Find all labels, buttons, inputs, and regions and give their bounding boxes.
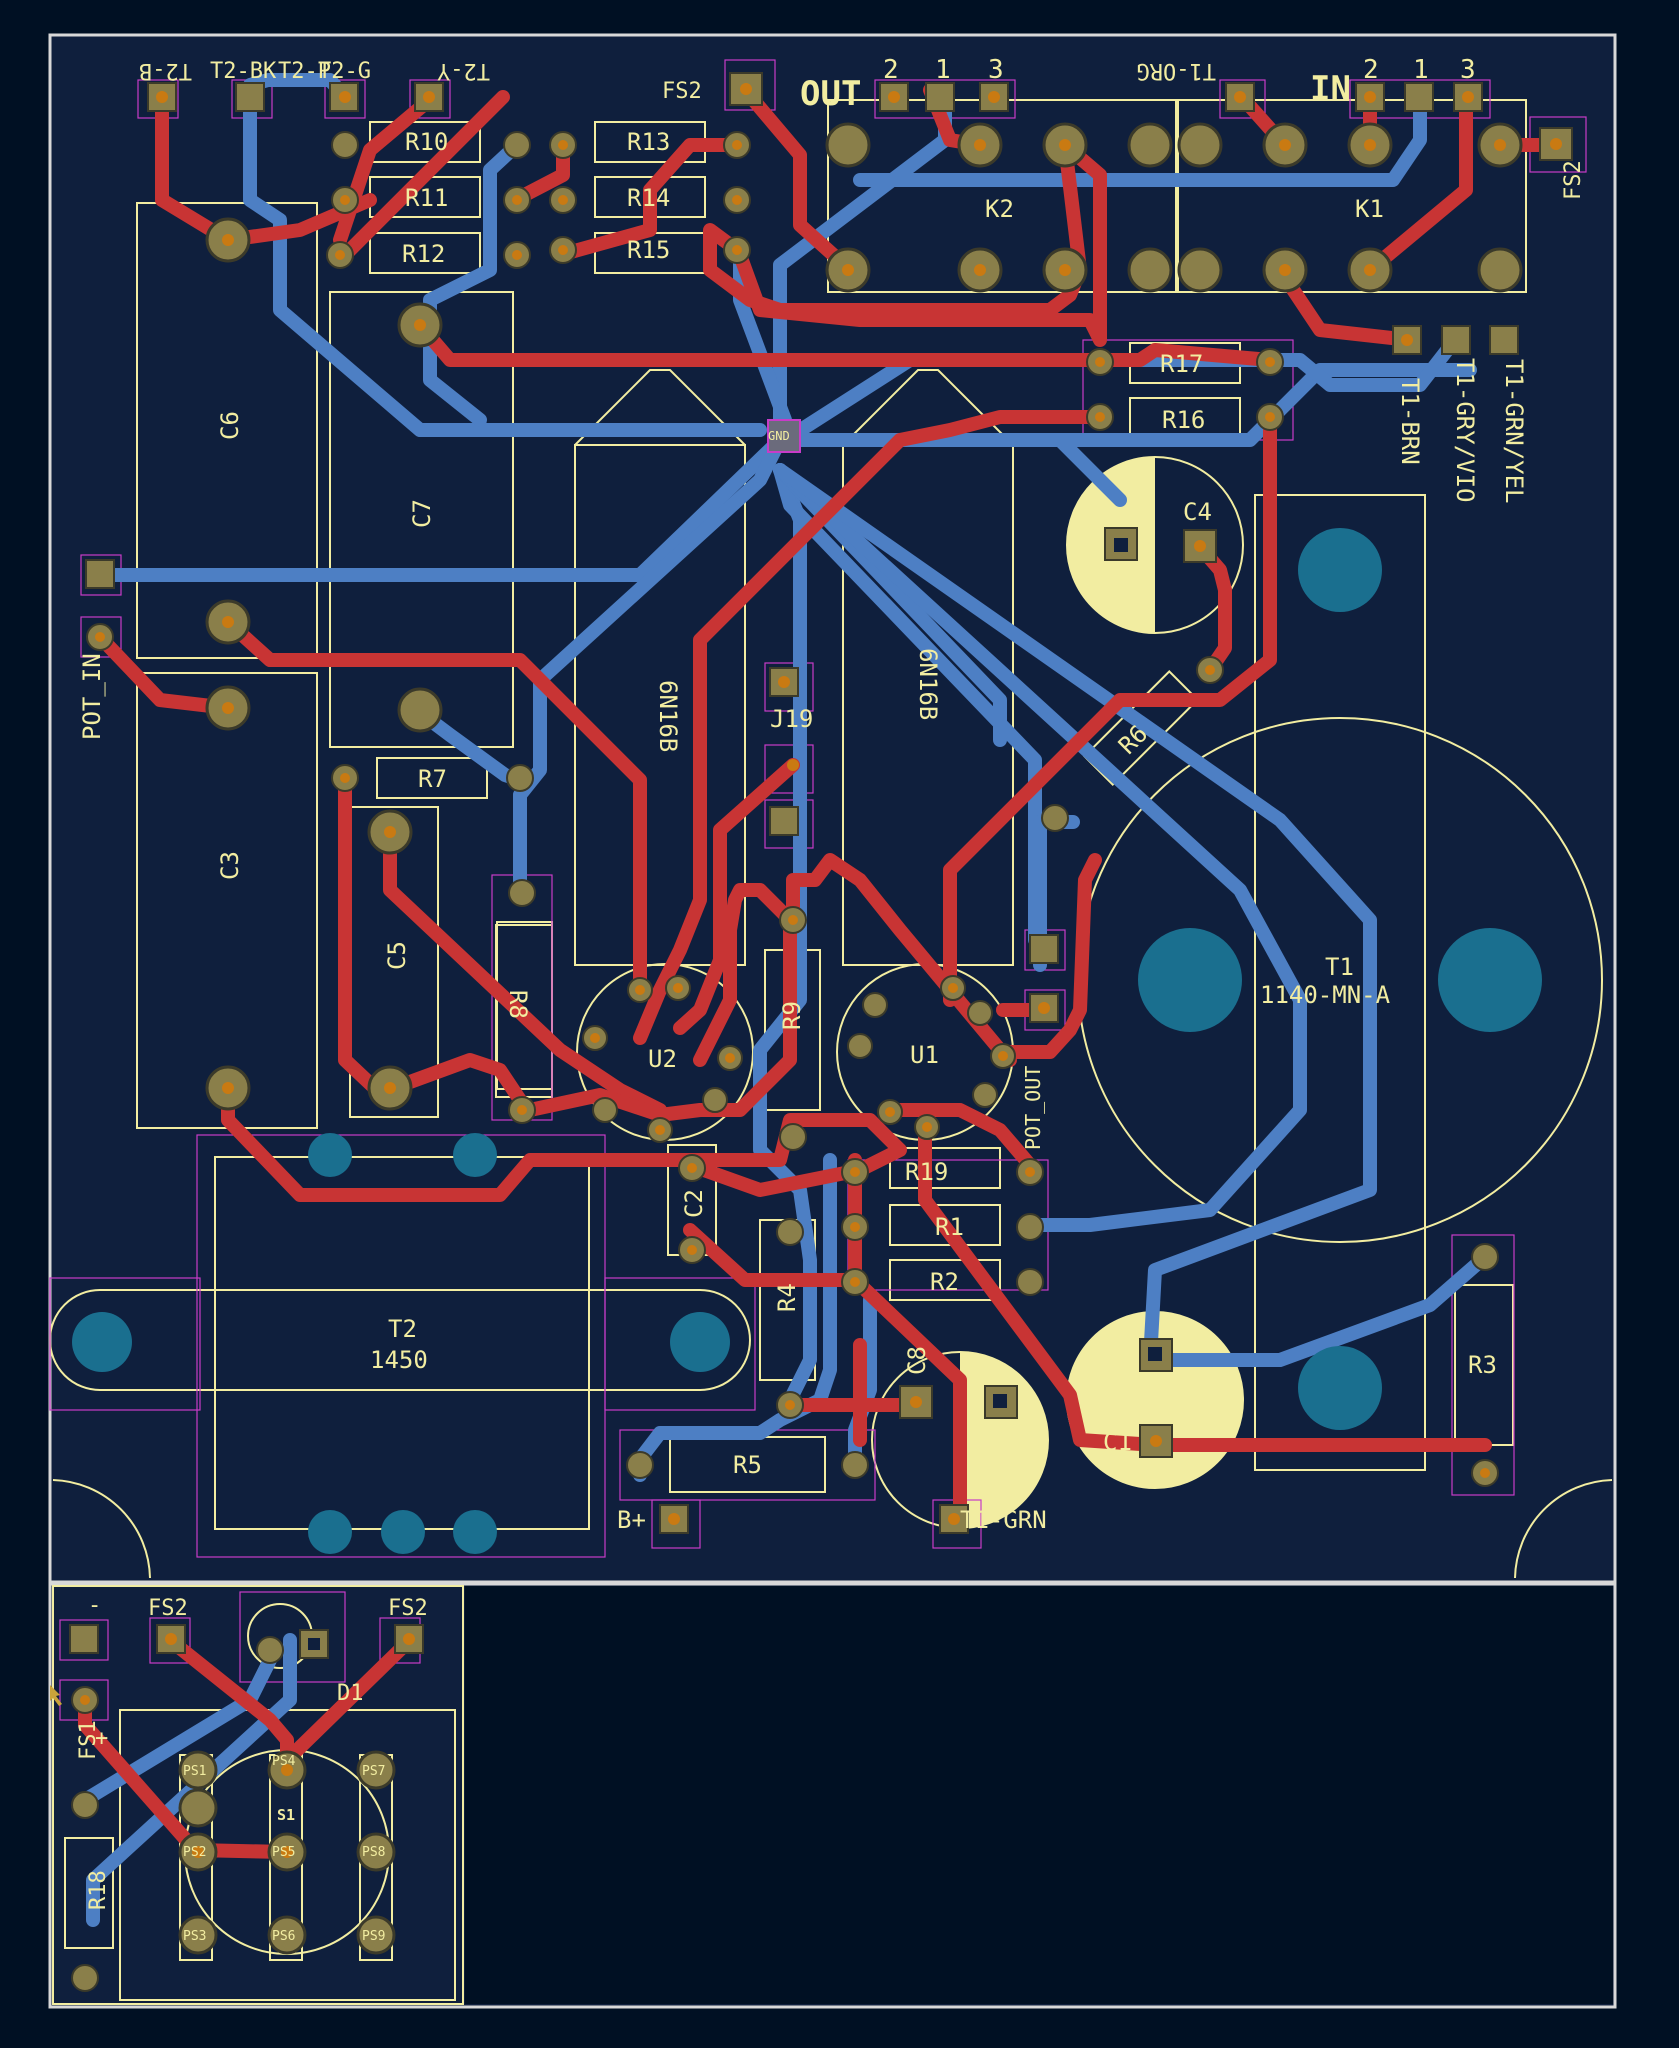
label-t1-yel: T1-GRN/YEL [1500, 359, 1528, 504]
label-c3: C3 [216, 851, 244, 880]
empty-area [465, 1586, 1613, 2004]
label-bplus: B+ [617, 1506, 646, 1534]
label-out: OUT [800, 74, 861, 114]
label-in-2: 2 [1363, 55, 1379, 85]
label-tube-left: 6N16B [654, 680, 682, 752]
label-c4: C4 [1183, 498, 1212, 526]
label-c1: C1 [1103, 1428, 1132, 1456]
label-ps9: PS9 [362, 1929, 385, 1944]
gnd-via [767, 419, 801, 453]
cursor-arrow-icon [50, 1685, 62, 1706]
label-t2-y: T2-Y [437, 58, 490, 83]
label-psu-fs2-a: FS2 [148, 1596, 188, 1621]
mounting-holes [72, 528, 1542, 1554]
label-r15: R15 [627, 236, 670, 264]
label-u2: U2 [648, 1045, 677, 1073]
label-t1-org: T1-ORG [1137, 58, 1216, 83]
square-pads [69, 72, 1573, 1659]
label-pot-out: POT_OUT [1021, 1066, 1045, 1150]
label-r16: R16 [1162, 406, 1205, 434]
corner-arc-left [52, 1479, 151, 1579]
label-r8: R8 [504, 990, 532, 1019]
label-t1-grn: T1-GRN [960, 1506, 1047, 1534]
label-pot-in: POT_IN [78, 653, 106, 740]
label-t2-p: T2-P [278, 59, 331, 84]
label-out-2: 2 [883, 55, 899, 85]
label-t2-g: T2-G [318, 59, 371, 84]
label-t1-val: 1140-MN-A [1260, 981, 1391, 1009]
label-t2-val: 1450 [370, 1346, 428, 1374]
label-r10: R10 [405, 128, 448, 156]
label-r1: R1 [935, 1213, 964, 1241]
label-psu-r18: R18 [86, 1870, 111, 1910]
tube-socket-holes [590, 983, 1008, 1135]
pad-holes-small [80, 140, 1490, 1705]
label-j19: J19 [770, 705, 813, 733]
label-ps2: PS2 [183, 1845, 206, 1860]
label-r19: R19 [905, 1158, 948, 1186]
psu-labels: - FS2 FS2 D1 + FS1 S1 R18 PS1 PS4 PS7 PS… [76, 1593, 428, 1944]
label-psu-plus: + [95, 1726, 108, 1751]
label-t2-bk: T2-BK [210, 59, 277, 84]
label-psu-fs2-b: FS2 [388, 1596, 428, 1621]
label-in-1: 1 [1413, 55, 1429, 85]
label-psu-minus: - [88, 1593, 101, 1618]
label-ps7: PS7 [362, 1764, 385, 1779]
label-t1-gry: T1-GRY/VIO [1451, 358, 1479, 503]
label-r7: R7 [418, 765, 447, 793]
label-psu-d1: D1 [337, 1681, 364, 1706]
label-c2: C2 [680, 1189, 708, 1218]
label-k2: K2 [985, 195, 1014, 223]
label-fs2-top: FS2 [662, 79, 702, 104]
label-c5: C5 [383, 941, 411, 970]
label-gnd: GND [768, 429, 790, 443]
label-t2-b: T2-B [139, 58, 192, 83]
label-c6: C6 [216, 411, 244, 440]
label-r12: R12 [402, 240, 445, 268]
label-out-1: 1 [935, 55, 951, 85]
label-psu-s1: S1 [277, 1806, 295, 1824]
label-out-3: 3 [988, 55, 1004, 85]
label-psu-fs1: FS1 [76, 1720, 101, 1760]
label-ps6: PS6 [272, 1929, 295, 1944]
label-ps5: PS5 [272, 1845, 295, 1860]
label-r3: R3 [1468, 1351, 1497, 1379]
label-c8: C8 [903, 1346, 931, 1375]
label-t2-ref: T2 [388, 1315, 417, 1343]
label-r17: R17 [1160, 350, 1203, 378]
label-r11: R11 [405, 184, 448, 212]
label-ps8: PS8 [362, 1845, 385, 1860]
label-in: IN [1310, 69, 1351, 109]
label-r9: R9 [778, 1001, 806, 1030]
label-ps3: PS3 [183, 1929, 206, 1944]
label-u1: U1 [910, 1041, 939, 1069]
label-r4: R4 [773, 1283, 801, 1312]
corner-arc-right [1514, 1479, 1613, 1579]
label-fs2-right: FS2 [1561, 160, 1586, 200]
label-ps1: PS1 [183, 1764, 206, 1779]
label-r5: R5 [733, 1451, 762, 1479]
label-t1-brn: T1-BRN [1396, 378, 1424, 465]
label-ps4: PS4 [272, 1754, 296, 1769]
label-r2: R2 [930, 1268, 959, 1296]
label-c7: C7 [408, 499, 436, 528]
pads-large [178, 122, 1523, 1955]
label-in-3: 3 [1460, 55, 1476, 85]
label-r14: R14 [627, 184, 670, 212]
label-k1: K1 [1355, 195, 1384, 223]
label-tube-right: 6N16B [914, 648, 942, 720]
top-labels: T2-B T2-BK T2-P T2-G T2-Y FS2 OUT IN T1-… [139, 55, 1586, 200]
label-t1-ref: T1 [1325, 953, 1354, 981]
label-r13: R13 [627, 128, 670, 156]
